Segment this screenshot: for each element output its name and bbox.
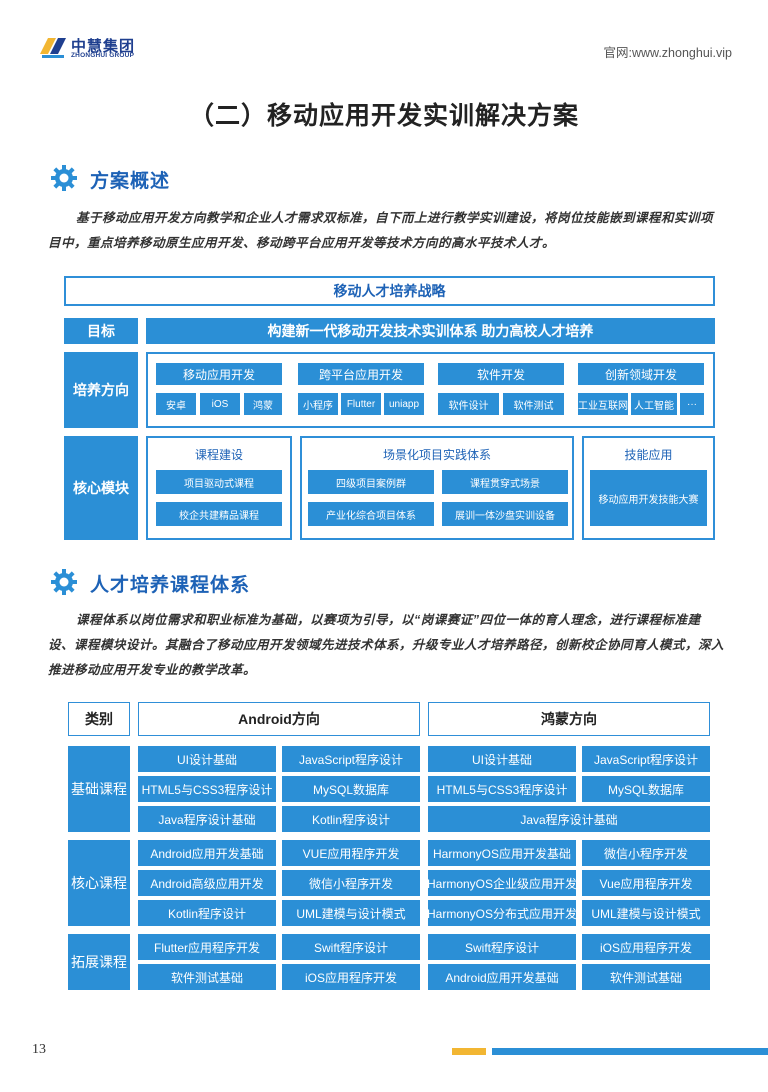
directions-frame: 移动应用开发 安卓 iOS 鸿蒙 跨平台应用开发 小程序 Flutter uni… [146,352,715,428]
course-cell: Flutter应用程序开发 [138,934,276,960]
direction-mobile-app: 移动应用开发 [156,363,282,385]
table-head-android: Android方向 [138,702,420,736]
overview-paragraph: 基于移动应用开发方向教学和企业人才需求双标准，自下而上进行教学实训建设，将岗位技… [48,211,714,250]
logo-name-cn: 中慧集团 [71,38,136,55]
strategy-title-box: 移动人才培养战略 [64,276,715,306]
course-cell: 微信小程序开发 [582,840,710,866]
course-cell: Android高级应用开发 [138,870,276,896]
module-item: 校企共建精品课程 [156,502,282,526]
direction-item: 鸿蒙 [244,393,282,415]
course-cell: iOS应用程序开发 [282,964,420,990]
course-cell: 软件测试基础 [582,964,710,990]
course-cell: HarmonyOS分布式应用开发 [427,900,577,926]
course-cell: Swift程序设计 [282,934,420,960]
course-cell: UI设计基础 [138,746,276,772]
module-item: 产业化综合项目体系 [308,502,434,526]
gear-icon [51,569,77,595]
page-number: 13 [32,1042,46,1057]
course-cell: MySQL数据库 [582,776,710,802]
course-cell: iOS应用程序开发 [582,934,710,960]
goal-label: 目标 [64,318,138,344]
course-cell: Java程序设计基础 [428,806,710,832]
course-cell: 软件测试基础 [138,964,276,990]
direction-innovation: 创新领域开发 [578,363,704,385]
table-head-harmony: 鸿蒙方向 [428,702,710,736]
course-cell: Swift程序设计 [428,934,576,960]
logo-name-en: ZHONGHUI GROUP [71,52,135,59]
course-cell: JavaScript程序设计 [582,746,710,772]
direction-item: 安卓 [156,393,196,415]
course-cell: MySQL数据库 [282,776,420,802]
direction-item: 软件设计 [438,393,499,415]
module-item: 展训一体沙盘实训设备 [442,502,568,526]
direction-cross-platform: 跨平台应用开发 [298,363,424,385]
module-skill-title: 技能应用 [624,448,673,462]
module-course-title: 课程建设 [194,448,243,462]
course-cell: Vue应用程序开发 [582,870,710,896]
section-heading-text: 方案概述 [90,171,171,192]
direction-item: 软件测试 [503,393,564,415]
company-logo: 中慧集团 ZHONGHUI GROUP [38,34,158,62]
page-title: （二）移动应用开发实训解决方案 [188,102,579,130]
footer-accent-bar [452,1048,486,1055]
course-cell: HarmonyOS应用开发基础 [428,840,576,866]
row-label-extension: 拓展课程 [68,934,130,990]
direction-item: uniapp [384,393,424,415]
direction-item: 工业互联网 [578,393,628,415]
direction-item: iOS [200,393,240,415]
direction-item: 小程序 [298,393,338,415]
module-skill-frame: 技能应用 移动应用开发技能大赛 [582,436,715,540]
course-cell: UI设计基础 [428,746,576,772]
course-cell: UML建模与设计模式 [282,900,420,926]
module-scene-title: 场景化项目实践体系 [382,448,491,462]
course-cell: UML建模与设计模式 [582,900,710,926]
row-label-basic: 基础课程 [68,746,130,832]
module-scene-frame: 场景化项目实践体系 四级项目案例群 课程贯穿式场景 产业化综合项目体系 展训一体… [300,436,574,540]
module-course-frame: 课程建设 项目驱动式课程 校企共建精品课程 [146,436,292,540]
table-head-category: 类别 [68,702,130,736]
direction-item: ··· [680,393,704,415]
module-item: 移动应用开发技能大赛 [590,470,707,526]
course-cell: HarmonyOS企业级应用开发 [427,870,577,896]
strategy-title: 移动人才培养战略 [333,283,446,299]
section-heading-text: 人才培养课程体系 [90,575,251,596]
module-item: 四级项目案例群 [308,470,434,494]
course-cell: Android应用开发基础 [428,964,576,990]
module-item: 课程贯穿式场景 [442,470,568,494]
course-cell: 微信小程序开发 [282,870,420,896]
course-cell: JavaScript程序设计 [282,746,420,772]
direction-label: 培养方向 [64,352,138,428]
course-cell: Kotlin程序设计 [138,900,276,926]
goal-text: 构建新一代移动开发技术实训体系 助力高校人才培养 [146,318,715,344]
row-label-core: 核心课程 [68,840,130,926]
gear-icon [51,165,77,191]
course-cell: Android应用开发基础 [138,840,276,866]
course-cell: VUE应用程序开发 [282,840,420,866]
direction-item: 人工智能 [631,393,677,415]
course-cell: HTML5与CSS3程序设计 [428,776,576,802]
course-cell: Java程序设计基础 [138,806,276,832]
direction-item: Flutter [341,393,381,415]
direction-software: 软件开发 [438,363,564,385]
website-url[interactable]: 官网:www.zhonghui.vip [603,46,732,60]
core-label: 核心模块 [64,436,138,540]
module-item: 项目驱动式课程 [156,470,282,494]
curriculum-paragraph: 课程体系以岗位需求和职业标准为基础，以赛项为引导，以“岗课赛证”四位一体的育人理… [48,613,725,677]
course-cell: Kotlin程序设计 [282,806,420,832]
footer-bar [492,1048,768,1055]
course-cell: HTML5与CSS3程序设计 [138,776,276,802]
logo-mark-icon [40,38,66,58]
